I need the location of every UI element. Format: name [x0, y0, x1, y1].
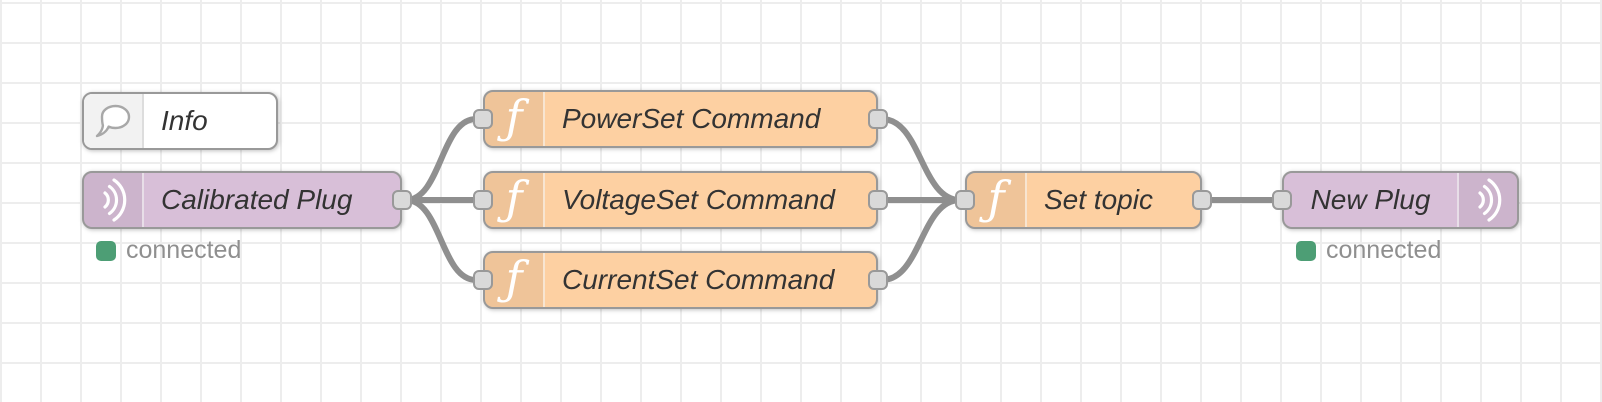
input-port[interactable] — [955, 190, 975, 210]
node-info[interactable]: Info — [82, 92, 278, 150]
node-label: Info — [161, 105, 208, 136]
function-icon: ƒ — [485, 253, 545, 307]
input-port[interactable] — [473, 109, 493, 129]
signal-icon — [84, 173, 144, 227]
function-icon: ƒ — [967, 173, 1027, 227]
status-text: connected — [1326, 236, 1442, 264]
wire[interactable] — [879, 116, 963, 203]
output-port[interactable] — [392, 190, 412, 210]
speech-bubble-icon — [84, 94, 144, 148]
node-label: Calibrated Plug — [161, 184, 353, 215]
function-icon: ƒ — [485, 173, 545, 227]
status-dot — [1296, 240, 1316, 261]
node-voltageset-command[interactable]: ƒ VoltageSet Command — [473, 171, 888, 229]
status-text: connected — [126, 236, 242, 264]
signal-icon — [1457, 173, 1517, 227]
node-powerset-command[interactable]: ƒ PowerSet Command — [473, 90, 888, 148]
node-currentset-command[interactable]: ƒ CurrentSet Command — [473, 251, 888, 309]
input-port[interactable] — [473, 270, 493, 290]
node-new-plug[interactable]: New Plug — [1272, 171, 1519, 229]
wire[interactable] — [403, 197, 479, 283]
output-port[interactable] — [868, 190, 888, 210]
node-calibrated-plug[interactable]: Calibrated Plug — [82, 171, 412, 229]
node-label: Set topic — [1044, 184, 1153, 215]
input-port[interactable] — [473, 190, 493, 210]
status-new-plug: connected — [1296, 236, 1441, 265]
output-port[interactable] — [1192, 190, 1212, 210]
wire[interactable] — [403, 116, 479, 203]
node-set-topic[interactable]: ƒ Set topic — [955, 171, 1212, 229]
node-label: VoltageSet Command — [562, 184, 835, 215]
node-label: PowerSet Command — [562, 103, 821, 134]
input-port[interactable] — [1272, 190, 1292, 210]
node-label: New Plug — [1310, 184, 1431, 215]
wire[interactable] — [879, 197, 963, 283]
status-calibrated-plug: connected — [96, 236, 241, 265]
function-icon: ƒ — [485, 92, 545, 146]
output-port[interactable] — [868, 109, 888, 129]
node-label: CurrentSet Command — [562, 264, 835, 295]
status-dot — [96, 240, 116, 261]
output-port[interactable] — [868, 270, 888, 290]
